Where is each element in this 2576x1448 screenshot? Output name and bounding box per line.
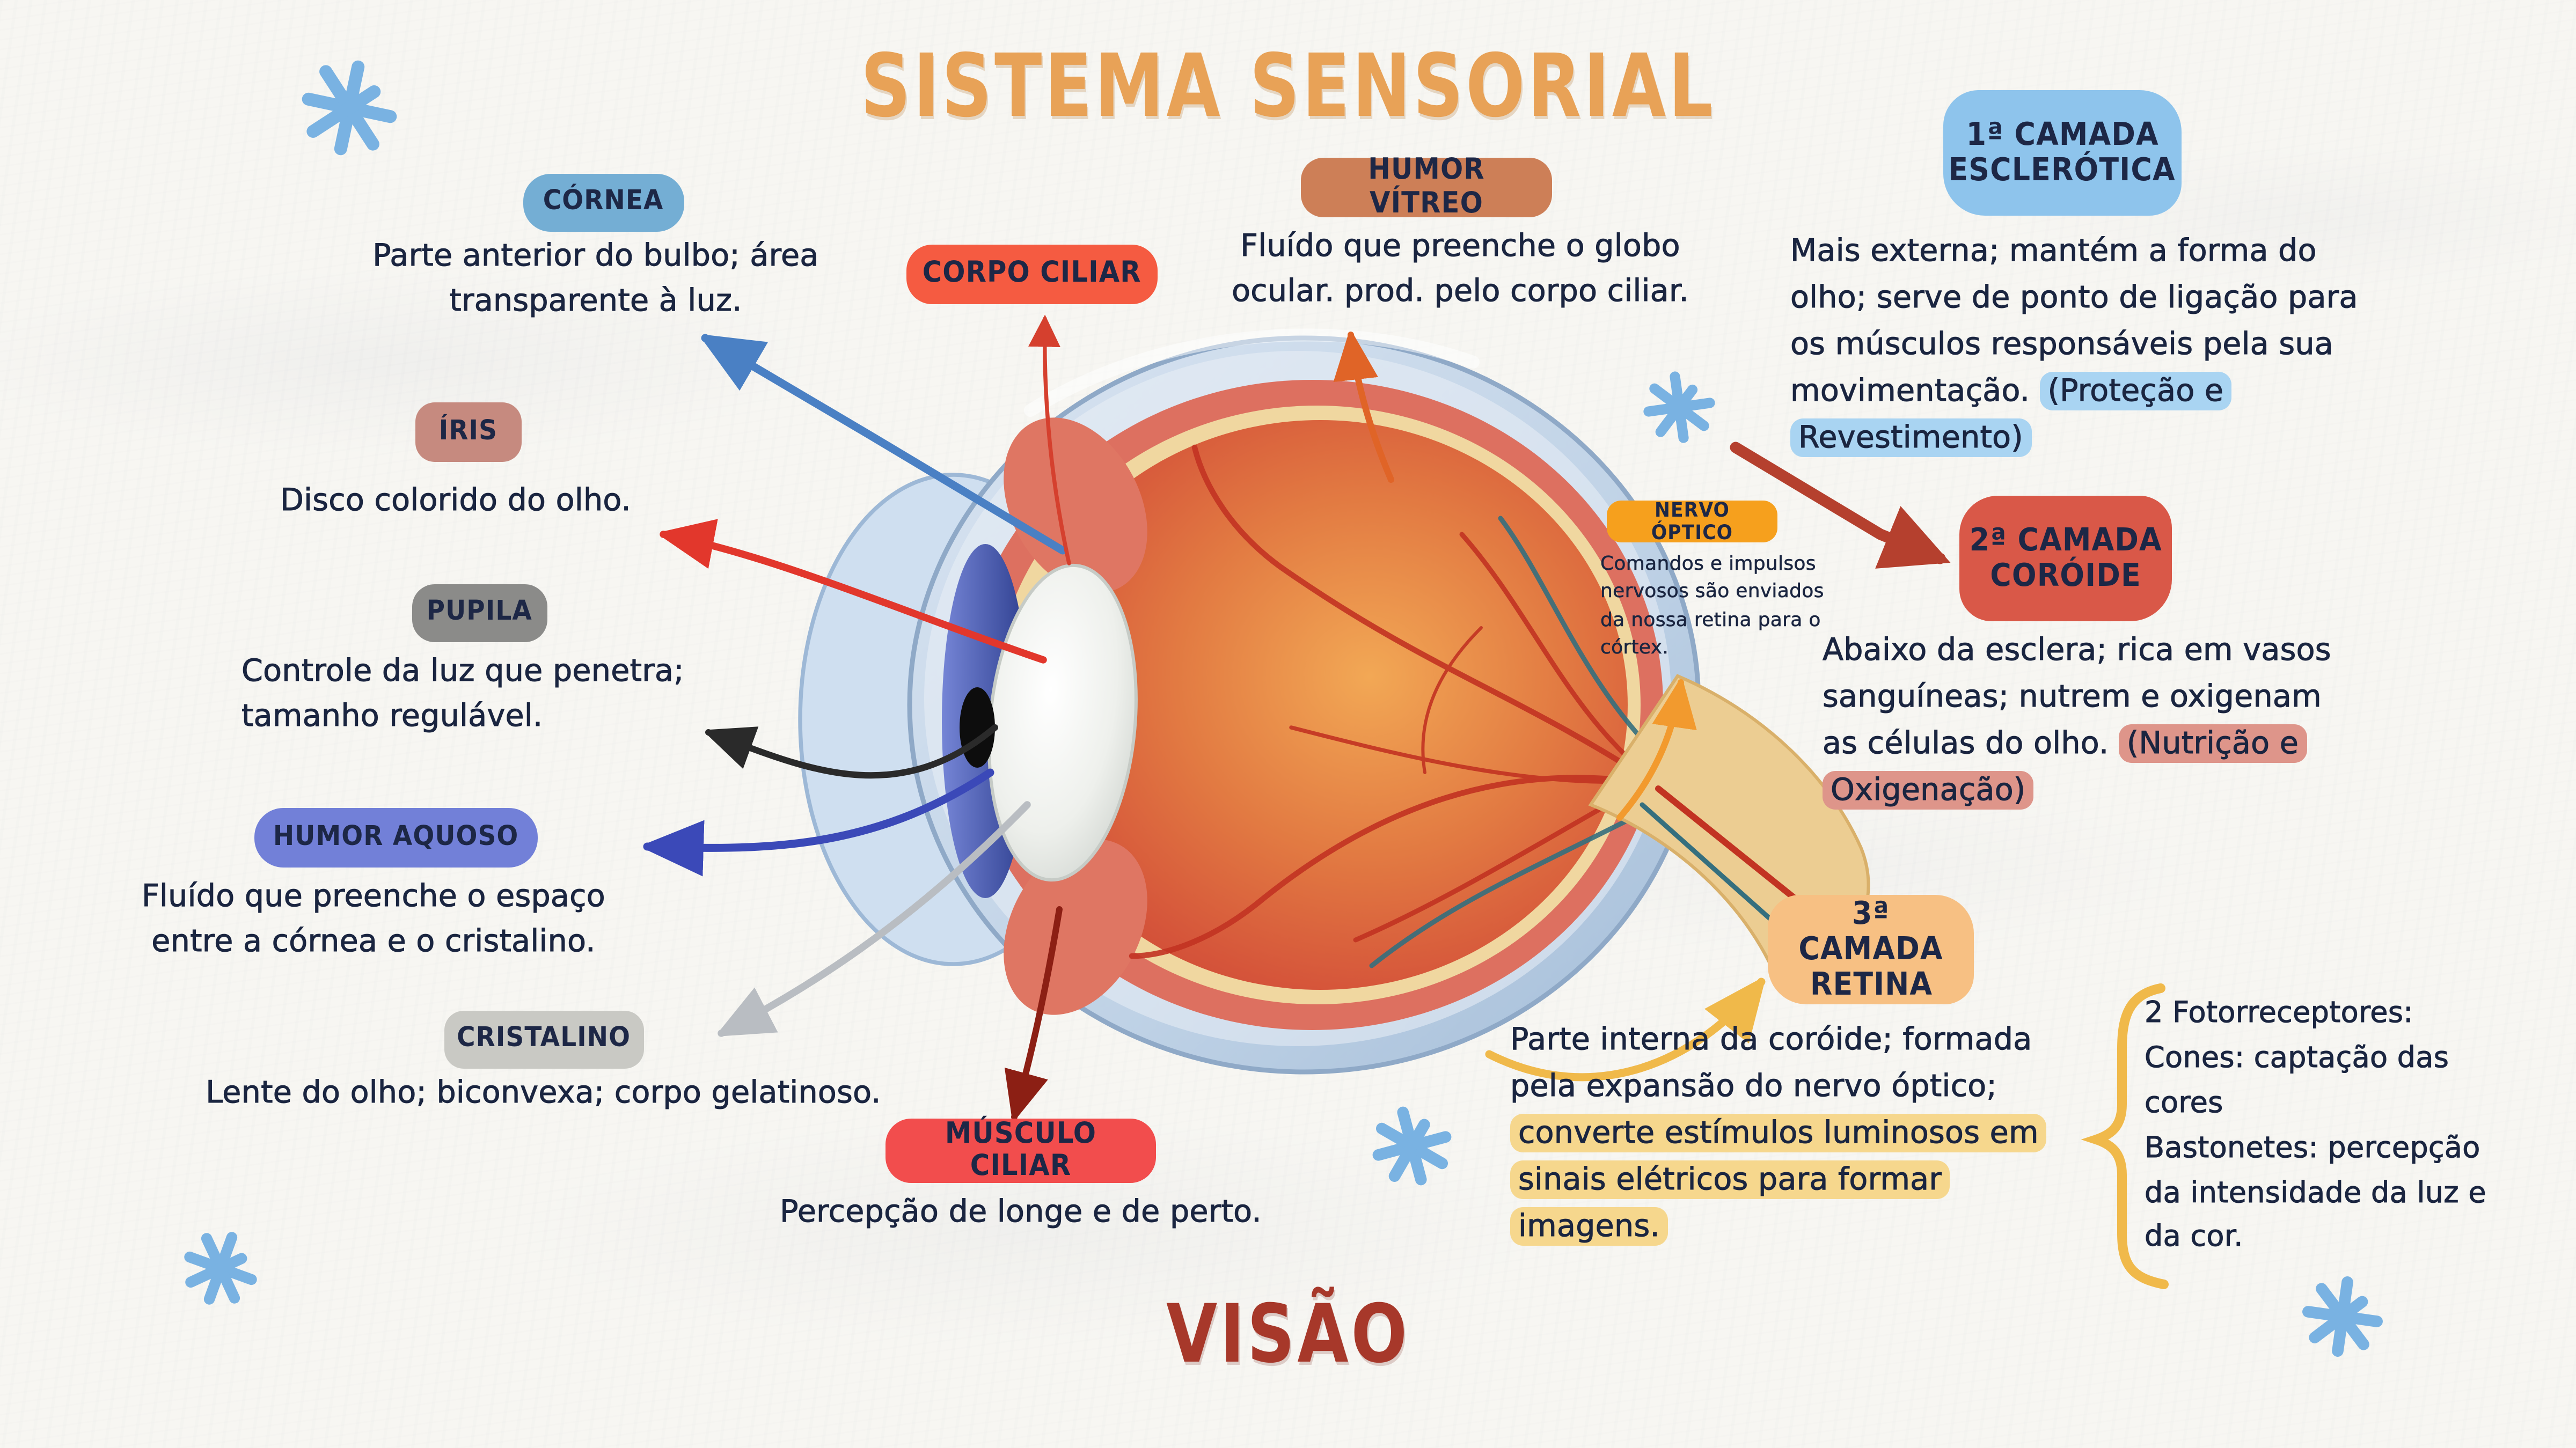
camada3-label-pill: 3ª CAMADA RETINA — [1768, 895, 1974, 1004]
nervo-optico-label: NERVO ÓPTICO — [1651, 497, 1733, 544]
pupila-label: PUPILA — [427, 596, 533, 629]
ciliary-body-bottom — [1004, 839, 1147, 1015]
humor-vitreo-label: HUMOR VÍTREO — [1368, 153, 1485, 220]
musculo-ciliar-label: MÚSCULO CILIAR — [945, 1116, 1097, 1183]
ciliary-body-top — [1004, 417, 1147, 593]
iris-label: ÍRIS — [439, 415, 498, 447]
fotorreceptores-line-cones: Cones: captação das cores — [2144, 1041, 2449, 1120]
camada3-description: Parte interna da coróide; formada pela e… — [1510, 1017, 2096, 1249]
humor-vitreo-label-pill: HUMOR VÍTREO — [1301, 153, 1552, 220]
musculo-ciliar-label-pill: MÚSCULO CILIAR — [885, 1116, 1156, 1183]
fotorreceptores-line-bastonetes: Bastonetes: percepção da intensidade da … — [2144, 1130, 2486, 1255]
camada1-label-pill: 1ª CAMADA ESCLERÓTICA — [1943, 90, 2182, 216]
camada3-label-line2: RETINA — [1809, 965, 1933, 1003]
pupila-label-pill: PUPILA — [412, 584, 547, 642]
arrow-to-cornea — [705, 338, 1067, 555]
corpo-ciliar-label: CORPO CILIAR — [923, 256, 1141, 291]
arrow-to-camada3 — [1485, 982, 1761, 1082]
vitreous-body — [1013, 420, 1628, 990]
humor-aquoso-label: HUMOR AQUOSO — [273, 820, 519, 853]
pupil-shape — [960, 687, 995, 768]
nervo-optico-description: Comandos e impulsos nervosos são enviado… — [1600, 552, 1824, 659]
poster-footer-visao: VISÃO — [1166, 1288, 1410, 1381]
pupila-description: Controle da luz que penetra; tamanho reg… — [241, 653, 684, 733]
camada3-description-highlight: converte estímulos luminosos em sinais e… — [1510, 1113, 2047, 1245]
poster-title: SISTEMA SENSORIAL — [860, 35, 1716, 137]
photoreceptors-brace — [2081, 983, 2169, 1289]
camada1-description-text: Mais externa; mantém a forma do olho; se… — [1790, 233, 2358, 408]
camada3-label-line1: 3ª CAMADA — [1798, 895, 1943, 968]
arrow-to-camada2 — [1730, 442, 1951, 569]
iris-label-pill: ÍRIS — [415, 402, 522, 462]
cornea-label-pill: CÓRNEA — [523, 174, 684, 232]
camada3-description-text: Parte interna da coróide; formada pela e… — [1510, 1021, 2032, 1104]
arrow-to-humor-aquoso — [643, 768, 994, 848]
cornea-description: Parte anterior do bulbo; área transparen… — [372, 238, 819, 318]
eye-illustration — [798, 328, 1870, 1075]
cristalino-description: Lente do olho; biconvexa; corpo gelatino… — [206, 1075, 881, 1111]
humor-aquoso-description: Fluído que preenche o espaço entre a cór… — [141, 878, 605, 959]
fotorreceptores-line-title: 2 Fotorreceptores: — [2144, 996, 2413, 1030]
musculo-ciliar-description: Percepção de longe e de perto. — [780, 1194, 1262, 1230]
camada1-description: Mais externa; mantém a forma do olho; se… — [1790, 229, 2363, 461]
cornea-label: CÓRNEA — [543, 186, 664, 218]
asterisk-doodle-icon — [184, 60, 2383, 1357]
iris-description: Disco colorido do olho. — [280, 482, 631, 518]
arrow-to-pupila — [708, 724, 998, 779]
arrow-to-iris — [663, 534, 1047, 664]
arrow-to-musculo-ciliar — [1014, 906, 1063, 1117]
nervo-optico-label-pill: NERVO ÓPTICO — [1607, 497, 1777, 544]
arrow-to-humor-vitreo — [1351, 332, 1394, 483]
camada1-label-line2: ESCLERÓTICA — [1949, 151, 2176, 188]
camada2-label-pill: 2ª CAMADA CORÓIDE — [1959, 496, 2172, 621]
camada2-label-line2: CORÓIDE — [1990, 557, 2141, 594]
camada2-description: Abaixo da esclera; rica em vasos sanguín… — [1822, 628, 2341, 814]
arrow-to-cristalino — [721, 801, 1031, 1037]
arrow-to-nervo-optico — [1616, 679, 1681, 821]
corpo-ciliar-label-pill: CORPO CILIAR — [906, 245, 1158, 304]
camada2-description-text: Abaixo da esclera; rica em vasos sanguín… — [1822, 632, 2331, 761]
camada2-label-line1: 2ª CAMADA — [1969, 521, 2162, 559]
camada1-label-line1: 1ª CAMADA — [1966, 116, 2159, 153]
arrow-to-corpo-ciliar — [1028, 314, 1071, 565]
cristalino-label-pill: CRISTALINO — [444, 1011, 644, 1069]
cristalino-label: CRISTALINO — [457, 1023, 632, 1055]
fotorreceptores-notes: 2 Fotorreceptores: Cones: captação das c… — [2144, 991, 2518, 1261]
humor-vitreo-description: Fluído que preenche o globo ocular. prod… — [1232, 228, 1689, 308]
humor-aquoso-label-pill: HUMOR AQUOSO — [254, 808, 538, 868]
